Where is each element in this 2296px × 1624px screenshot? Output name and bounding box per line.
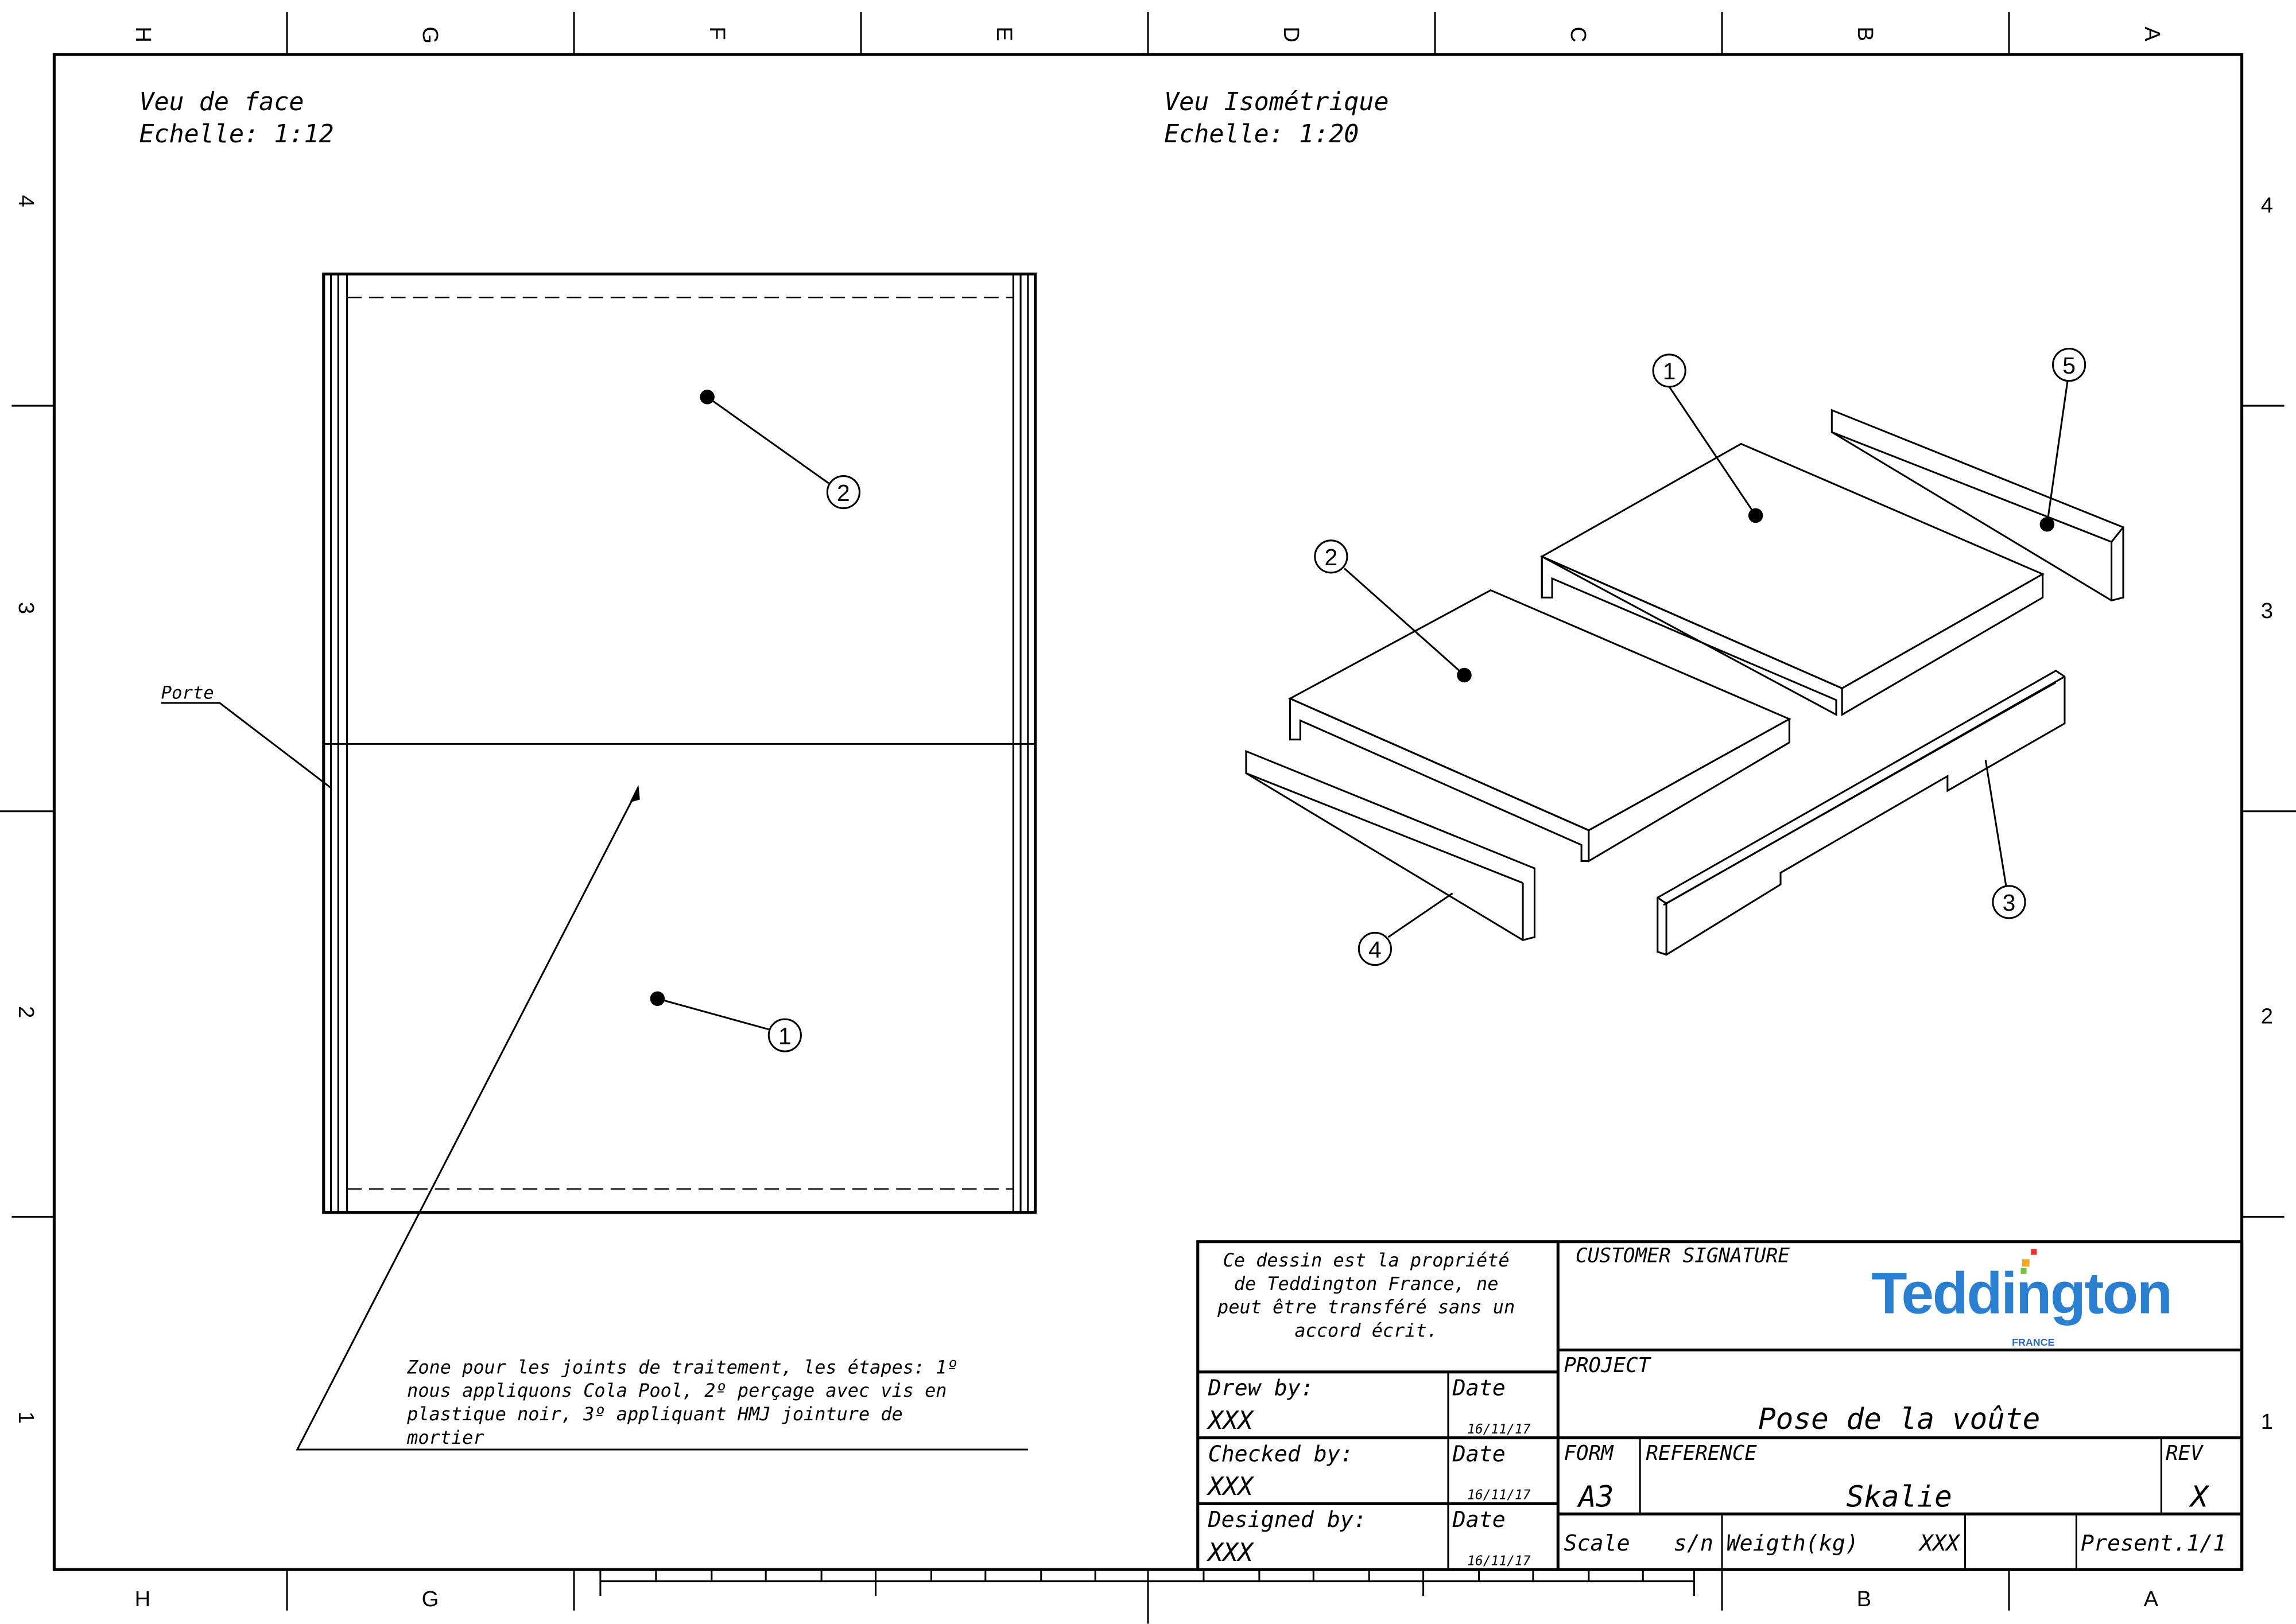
reference-value: Skalie bbox=[1847, 1480, 1952, 1514]
svg-text:nous appliquons Cola Pool, 2º: nous appliquons Cola Pool, 2º perçage av… bbox=[407, 1380, 947, 1401]
balloon-2: 2 bbox=[1314, 539, 1348, 574]
porte-label: Porte bbox=[161, 683, 214, 703]
part-3 bbox=[1657, 670, 2066, 956]
form-value: A3 bbox=[1577, 1480, 1614, 1514]
svg-text:4: 4 bbox=[1368, 937, 1382, 963]
svg-text:Date: Date bbox=[1452, 1376, 1506, 1401]
designed-by: XXX bbox=[1207, 1538, 1255, 1567]
zone-label: 1 bbox=[2261, 1409, 2273, 1434]
svg-text:Ce dessin est la propriété: Ce dessin est la propriété bbox=[1223, 1249, 1510, 1271]
zone-labels-bottom: H G B A bbox=[135, 1587, 2159, 1611]
zone-label: G bbox=[418, 26, 443, 44]
balloon-5: 5 bbox=[2052, 348, 2086, 382]
weight-value: XXX bbox=[1918, 1530, 1960, 1556]
balloon-1: 1 bbox=[1652, 353, 1686, 388]
sheet-number: Present.1/1 bbox=[2081, 1530, 2226, 1556]
svg-text:accord écrit.: accord écrit. bbox=[1294, 1320, 1437, 1342]
part-2 bbox=[1287, 589, 1791, 863]
svg-text:16/11/17: 16/11/17 bbox=[1467, 1553, 1531, 1568]
svg-text:mortier: mortier bbox=[406, 1427, 484, 1448]
balloon-1: 1 bbox=[767, 1018, 802, 1052]
front-view: 2 1 Porte bbox=[161, 272, 1037, 1451]
zone-label: A bbox=[2140, 26, 2165, 41]
rev-value: X bbox=[2188, 1480, 2210, 1514]
svg-text:Scale: Scale bbox=[1564, 1530, 1630, 1556]
svg-text:Drew by:: Drew by: bbox=[1208, 1376, 1314, 1401]
sheet-frame: H G F E D C B A H G B A 4 3 2 1 4 3 2 1 bbox=[0, 11, 2296, 1624]
project-name: Pose de la voûte bbox=[1758, 1402, 2040, 1436]
balloon-2: 2 bbox=[826, 475, 860, 510]
balloon-4: 4 bbox=[1358, 931, 1392, 966]
zone-label: F bbox=[705, 26, 730, 40]
zone-label: H bbox=[131, 26, 156, 42]
zone-label: H bbox=[135, 1587, 151, 1611]
property-notice: Ce dessin est la propriété de Teddington… bbox=[1217, 1249, 1515, 1341]
svg-text:1: 1 bbox=[778, 1023, 792, 1049]
zone-labels-rows: 4 3 2 1 4 3 2 1 bbox=[14, 193, 2273, 1434]
treatment-note: Zone pour les joints de traitement, les … bbox=[406, 1356, 958, 1448]
front-view-title: Veu de face bbox=[139, 88, 304, 116]
zone-label: E bbox=[992, 26, 1017, 41]
zone-label: G bbox=[422, 1587, 439, 1611]
scale-value: s/n bbox=[1674, 1530, 1713, 1556]
zone-label: 2 bbox=[2261, 1004, 2273, 1029]
svg-text:5: 5 bbox=[2062, 352, 2076, 379]
zone-label: A bbox=[2144, 1587, 2159, 1611]
zone-label: 4 bbox=[2261, 193, 2273, 217]
note-leader bbox=[296, 787, 1028, 1451]
zone-label: B bbox=[1857, 1587, 1872, 1611]
title-block: Ce dessin est la propriété de Teddington… bbox=[1196, 1240, 2244, 1571]
svg-text:2: 2 bbox=[837, 480, 850, 506]
svg-text:peut être transféré sans un: peut être transféré sans un bbox=[1217, 1296, 1515, 1318]
zone-label: C bbox=[1566, 26, 1591, 42]
svg-text:Zone pour les joints de traite: Zone pour les joints de traitement, les … bbox=[406, 1356, 958, 1378]
project-label: PROJECT bbox=[1564, 1354, 1651, 1377]
zone-label: B bbox=[1853, 26, 1878, 41]
svg-text:Weigth(kg): Weigth(kg) bbox=[1727, 1530, 1859, 1556]
zone-label: 4 bbox=[14, 195, 38, 207]
part-4 bbox=[1245, 749, 1535, 941]
svg-text:2: 2 bbox=[1325, 544, 1338, 570]
checked-by: XXX bbox=[1207, 1473, 1255, 1501]
svg-text:16/11/17: 16/11/17 bbox=[1467, 1488, 1531, 1503]
svg-text:3: 3 bbox=[2003, 889, 2016, 916]
customer-signature-label: CUSTOMER SIGNATURE bbox=[1576, 1244, 1790, 1267]
zone-label: 3 bbox=[14, 602, 38, 614]
isometric-view: 1 5 2 3 4 bbox=[1245, 348, 2124, 966]
svg-text:de Teddington France, ne: de Teddington France, ne bbox=[1234, 1273, 1499, 1295]
svg-text:REV: REV bbox=[2166, 1442, 2204, 1465]
part-1 bbox=[1539, 442, 2045, 717]
svg-text:Date: Date bbox=[1452, 1441, 1506, 1467]
front-view-scale: Echelle: 1:12 bbox=[139, 120, 333, 149]
svg-text:plastique noir, 3º appliquant: plastique noir, 3º appliquant HMJ jointu… bbox=[406, 1403, 903, 1425]
zone-label: D bbox=[1279, 26, 1304, 42]
zone-label: 2 bbox=[14, 1006, 38, 1018]
svg-text:Designed by:: Designed by: bbox=[1208, 1507, 1367, 1533]
zone-label: 1 bbox=[14, 1412, 38, 1424]
drew-by: XXX bbox=[1207, 1407, 1255, 1435]
zone-label: 3 bbox=[2261, 599, 2273, 623]
iso-view-title: Veu Isométrique bbox=[1164, 88, 1389, 116]
svg-text:REFERENCE: REFERENCE bbox=[1646, 1442, 1757, 1465]
teddington-logo: Teddington FRANCE bbox=[1871, 1249, 2173, 1348]
scale-ruler bbox=[599, 1569, 1696, 1596]
part-5 bbox=[1830, 409, 2124, 602]
svg-text:1: 1 bbox=[1663, 358, 1676, 384]
svg-text:FRANCE: FRANCE bbox=[2012, 1337, 2054, 1348]
svg-text:Date: Date bbox=[1452, 1507, 1506, 1533]
iso-view-scale: Echelle: 1:20 bbox=[1164, 120, 1359, 149]
balloon-3: 3 bbox=[1992, 885, 2026, 919]
svg-text:Checked by:: Checked by: bbox=[1208, 1441, 1353, 1467]
svg-text:FORM: FORM bbox=[1564, 1442, 1614, 1465]
svg-text:16/11/17: 16/11/17 bbox=[1467, 1422, 1531, 1437]
zone-labels-top: H G F E D C B A bbox=[131, 26, 2165, 44]
